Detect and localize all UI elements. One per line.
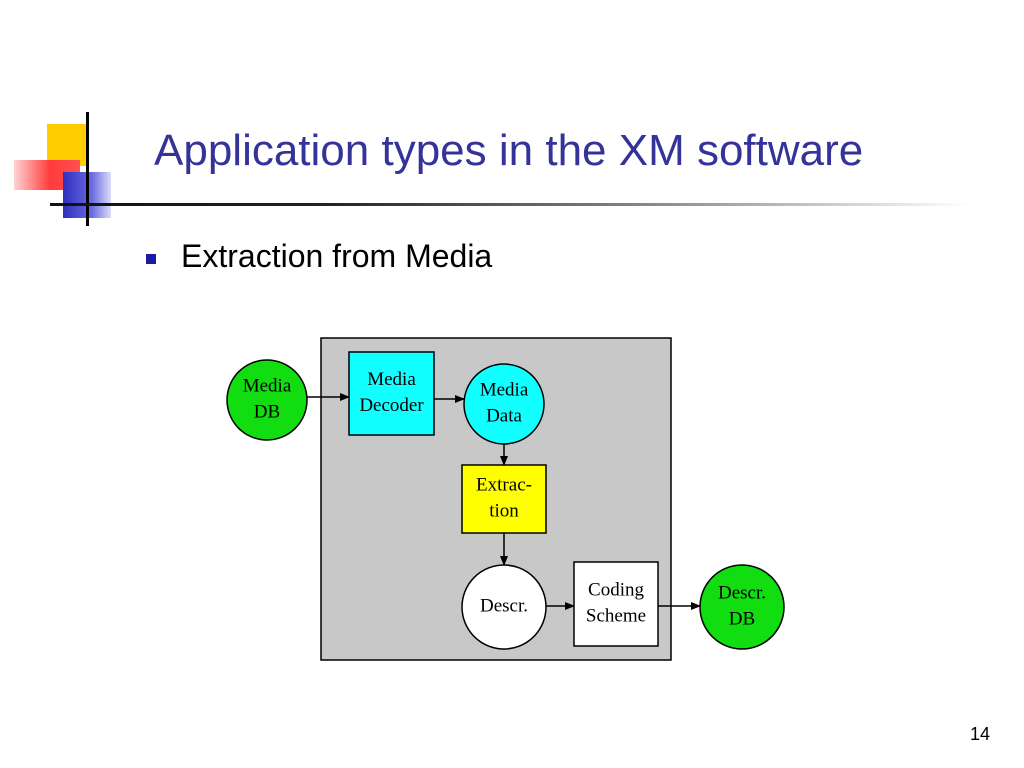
decor-vertical-line xyxy=(86,112,89,226)
node-descr-db-circle xyxy=(699,564,785,650)
page-title: Application types in the XM software xyxy=(154,126,864,175)
node-coding-scheme-label-line-0: Coding xyxy=(588,579,644,600)
node-descr: Descr. xyxy=(461,564,547,650)
node-layer: MediaDBMediaDecoderMediaDataExtrac-tionD… xyxy=(226,351,785,650)
node-media-decoder-label-line-1: Decoder xyxy=(359,395,424,416)
node-coding-scheme-label-line-1: Scheme xyxy=(586,605,646,626)
node-extraction-label-line-1: tion xyxy=(489,500,519,521)
node-descr-db-label-line-0: Descr. xyxy=(718,582,766,603)
node-media-decoder-label-line-0: Media xyxy=(367,369,416,390)
extraction-flow-diagram: MediaDBMediaDecoderMediaDataExtrac-tionD… xyxy=(226,337,785,661)
bullet-text: Extraction from Media xyxy=(181,238,493,274)
node-coding-scheme-rect xyxy=(573,561,659,647)
edge-layer xyxy=(307,393,701,610)
node-media-db-label-line-0: Media xyxy=(243,375,292,396)
bullet-square-icon xyxy=(146,253,156,264)
node-media-db-circle xyxy=(226,359,308,441)
title-underline xyxy=(50,203,970,206)
slide-number: 14 xyxy=(969,724,990,744)
node-descr-db: Descr. DB xyxy=(699,564,785,650)
node-descr-circle xyxy=(461,564,547,650)
node-media-data-label-line-0: Media xyxy=(480,379,529,400)
node-media-db-label-line-1: DB xyxy=(254,401,280,422)
node-extraction-label-line-0: Extrac- xyxy=(476,474,532,495)
node-descr-db-label-line-1: DB xyxy=(729,608,755,629)
node-descr-label-line-0: Descr. xyxy=(480,595,528,616)
node-media-data-label-line-1: Data xyxy=(486,405,522,426)
decor-yellow-square xyxy=(47,124,89,166)
node-extraction-rect xyxy=(461,464,547,534)
node-media-data-circle xyxy=(463,363,545,445)
node-media-decoder-rect xyxy=(348,351,435,436)
node-extraction: Extrac-tion xyxy=(461,464,547,534)
bullet-item: Extraction from Media xyxy=(146,238,492,275)
